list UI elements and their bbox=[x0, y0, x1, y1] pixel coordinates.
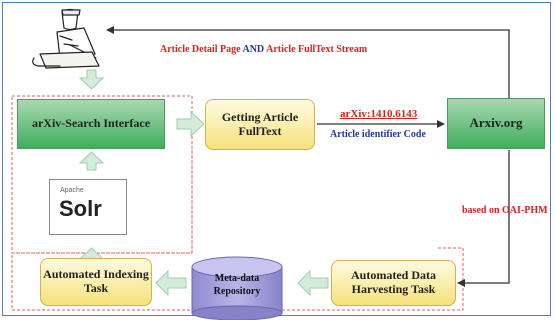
oai-name-text: OAI-PHM bbox=[502, 205, 548, 216]
search-interface-box: arXiv-Search Interface bbox=[17, 99, 165, 149]
left-block-arrow-1 bbox=[297, 269, 329, 297]
oai-protocol-label: based on OAI-PHM bbox=[462, 205, 548, 216]
solr-wordmark: Solr bbox=[59, 196, 102, 221]
getting-fulltext-label: Getting Article FullText bbox=[221, 109, 299, 138]
detail-page-label: Article Detail Page AND Article FullText… bbox=[160, 44, 367, 55]
fulltext-stream-text: Article FullText Stream bbox=[266, 44, 368, 55]
solr-apache-label: Apache bbox=[60, 187, 84, 194]
indexing-task-label: Automated Indexing Task bbox=[43, 267, 149, 295]
getting-fulltext-box: Getting Article FullText bbox=[205, 99, 315, 150]
arxiv-org-box: Arxiv.org bbox=[447, 98, 545, 149]
indexing-task-box: Automated Indexing Task bbox=[40, 258, 152, 306]
scholar-icon bbox=[32, 8, 100, 69]
detail-page-arrow bbox=[106, 26, 510, 98]
repository-cylinder bbox=[191, 256, 283, 320]
up-block-arrow-1 bbox=[78, 151, 105, 171]
solr-logo: Apache Solr bbox=[49, 179, 127, 235]
search-interface-label: arXiv-Search Interface bbox=[31, 116, 151, 131]
detail-and-text: AND bbox=[242, 44, 265, 55]
right-block-arrow bbox=[176, 110, 205, 138]
oai-prefix-text: based on bbox=[462, 205, 500, 216]
down-block-arrow bbox=[78, 69, 105, 90]
harvesting-task-box: Automated Data Harvesting Task bbox=[331, 260, 456, 306]
identifier-code-label: Article identifier Code bbox=[330, 129, 426, 140]
arxiv-org-label: Arxiv.org bbox=[469, 115, 523, 131]
harvest-arrow bbox=[457, 150, 510, 287]
harvesting-task-label: Automated Data Harvesting Task bbox=[351, 268, 436, 296]
arxiv-id-label: arXiv:1410.6143 bbox=[340, 108, 418, 120]
left-block-arrow-2 bbox=[155, 269, 187, 297]
repository-label: Meta-data Repository bbox=[213, 273, 261, 297]
pipeline-group-border bbox=[11, 150, 464, 311]
detail-page-text: Article Detail Page bbox=[160, 44, 241, 55]
